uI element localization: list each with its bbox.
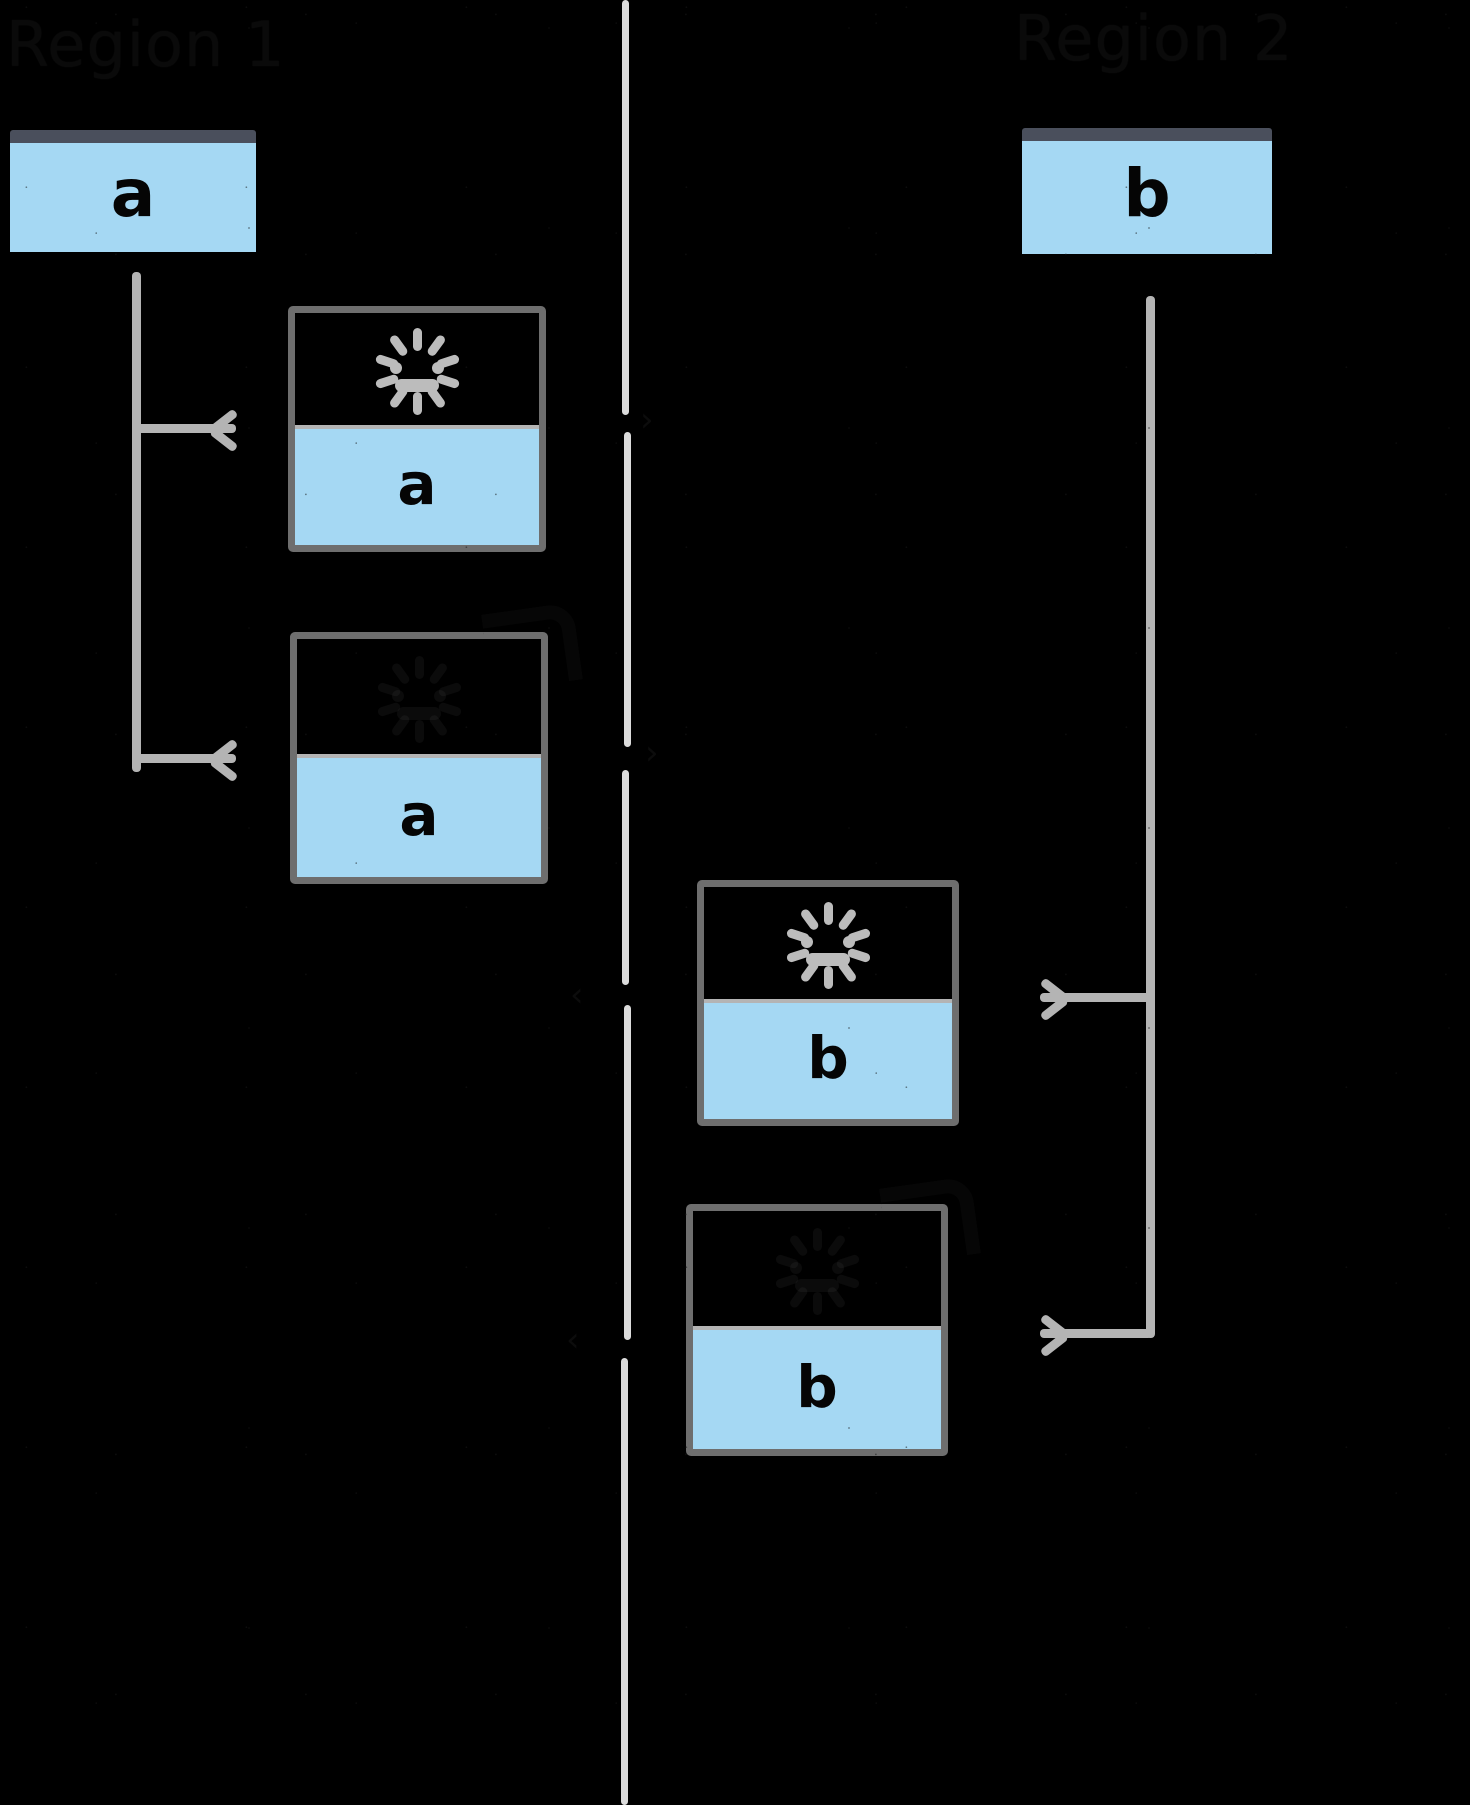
kubernetes-icon xyxy=(770,1224,864,1318)
source-box-a-label: a xyxy=(110,154,156,232)
divider-marker-icon: ‹ xyxy=(566,1320,580,1360)
source-box-b[interactable]: b xyxy=(1022,128,1272,254)
service-card-a-1-label-area: a xyxy=(295,429,539,545)
card-b-2-corner-marker-icon xyxy=(879,1175,981,1267)
connector-left-trunk xyxy=(132,272,141,772)
arrowhead-right-icon xyxy=(209,408,246,453)
service-card-b-1[interactable]: b xyxy=(697,880,959,1126)
kubernetes-icon xyxy=(781,898,875,992)
divider-marker-icon: ‹ xyxy=(570,975,584,1015)
kubernetes-icon xyxy=(370,324,464,418)
service-card-a-2-label: a xyxy=(399,780,439,849)
center-divider-segment xyxy=(621,1358,628,1805)
source-box-b-label: b xyxy=(1123,154,1171,232)
kubernetes-icon xyxy=(372,652,466,746)
center-divider-segment xyxy=(622,0,629,415)
center-divider-segment xyxy=(622,770,629,985)
connector-right-trunk xyxy=(1146,296,1155,1338)
service-card-a-2-label-area: a xyxy=(297,758,541,877)
right-region-header: Region 2 xyxy=(1014,2,1294,75)
arrowhead-left-icon xyxy=(1032,1313,1069,1358)
card-a-2-corner-marker-icon xyxy=(481,601,583,693)
service-card-a-1[interactable]: a xyxy=(288,306,546,552)
arrowhead-right-icon xyxy=(209,738,246,783)
service-card-b-1-label-area: b xyxy=(704,1003,952,1119)
service-card-b-1-icon-area xyxy=(704,887,952,1003)
center-divider-segment xyxy=(624,1005,631,1340)
center-divider-segment xyxy=(624,432,631,747)
service-card-b-2-label: b xyxy=(796,1352,838,1421)
source-box-a[interactable]: a xyxy=(10,130,256,252)
service-card-a-1-label: a xyxy=(397,450,437,518)
divider-marker-icon: › xyxy=(640,400,654,440)
source-box-b-body: b xyxy=(1022,141,1272,254)
left-region-header: Region 1 xyxy=(6,8,286,81)
arrowhead-left-icon xyxy=(1032,977,1069,1022)
service-card-a-1-icon-area xyxy=(295,313,539,429)
source-box-a-body: a xyxy=(10,143,256,252)
divider-marker-icon: › xyxy=(645,733,659,773)
service-card-b-2-label-area: b xyxy=(693,1330,941,1449)
service-card-b-1-label: b xyxy=(807,1024,849,1092)
